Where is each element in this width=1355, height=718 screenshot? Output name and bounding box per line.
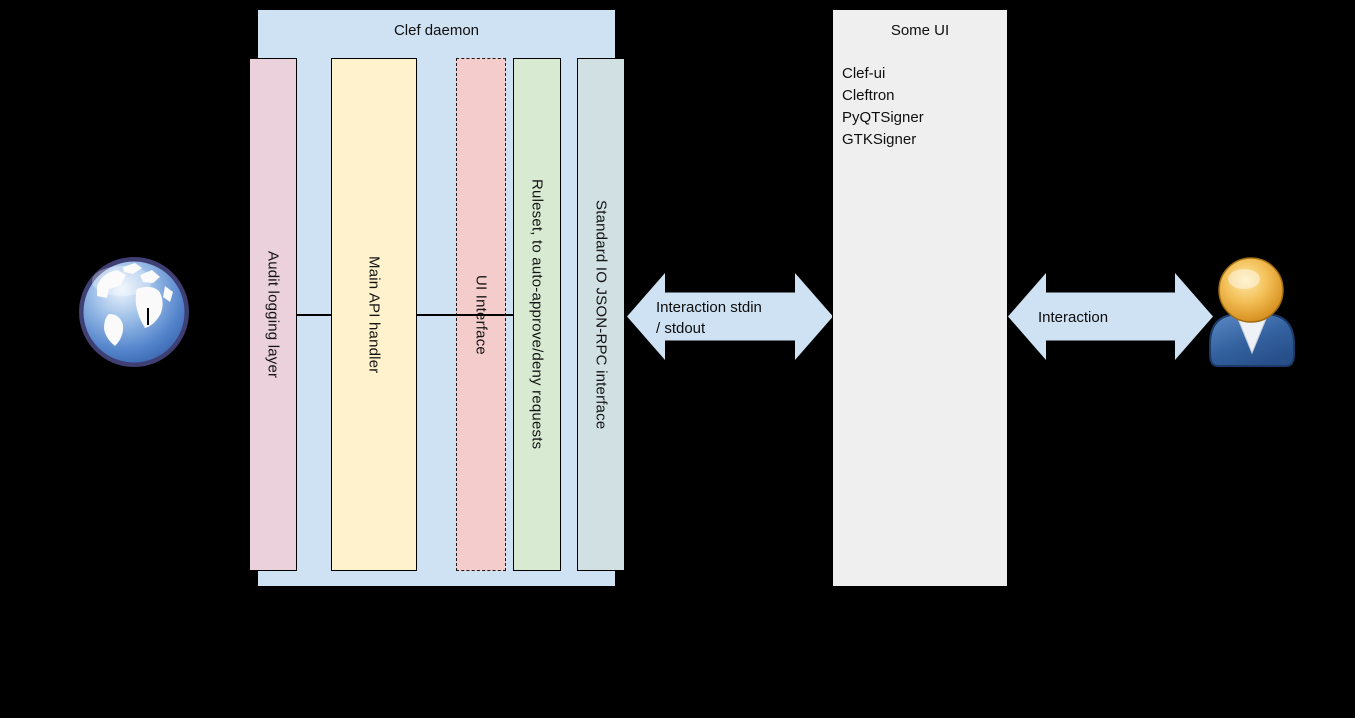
some-ui-item: Clef-ui (842, 65, 886, 82)
stdin-stdout-arrow-label: Interaction stdin / stdout (656, 299, 762, 337)
interaction-arrow-shape (1008, 273, 1213, 360)
connector-line-audit-to-api (297, 314, 331, 316)
connector-line-api-to-ruleset (416, 314, 513, 316)
some-ui-item: PyQTSigner (842, 109, 924, 126)
some-ui-item: GTKSigner (842, 131, 917, 148)
globe-icon (79, 257, 189, 367)
connector-stub-globe (147, 308, 149, 325)
interaction-arrow (1008, 273, 1213, 360)
layer-audit-logging-label: Audit logging layer (264, 250, 282, 379)
layer-ruleset-label: Ruleset, to auto-approve/deny requests (528, 179, 546, 450)
clef-daemon-title: Clef daemon (393, 22, 480, 39)
layer-stdio-jsonrpc: Standard IO JSON-RPC interface (577, 58, 625, 571)
layer-main-api-handler-label: Main API handler (365, 255, 383, 374)
some-ui-box: Some UI Clef-ui Cleftron PyQTSigner GTKS… (832, 9, 1008, 587)
some-ui-item: Cleftron (842, 87, 895, 104)
stdin-stdout-arrow-shape (627, 273, 833, 360)
interaction-arrow-label: Interaction (1038, 309, 1109, 326)
person-icon (1209, 257, 1295, 367)
clef-daemon-box: Clef daemon (257, 9, 616, 587)
layer-audit-logging: Audit logging layer (249, 58, 297, 571)
some-ui-list: Clef-ui Cleftron PyQTSigner GTKSigner (842, 63, 924, 151)
layer-stdio-jsonrpc-label: Standard IO JSON-RPC interface (592, 199, 610, 430)
layer-ruleset: Ruleset, to auto-approve/deny requests (513, 58, 561, 571)
layer-main-api-handler: Main API handler (331, 58, 417, 571)
stdin-stdout-arrow (627, 273, 833, 360)
some-ui-title: Some UI (890, 22, 950, 39)
